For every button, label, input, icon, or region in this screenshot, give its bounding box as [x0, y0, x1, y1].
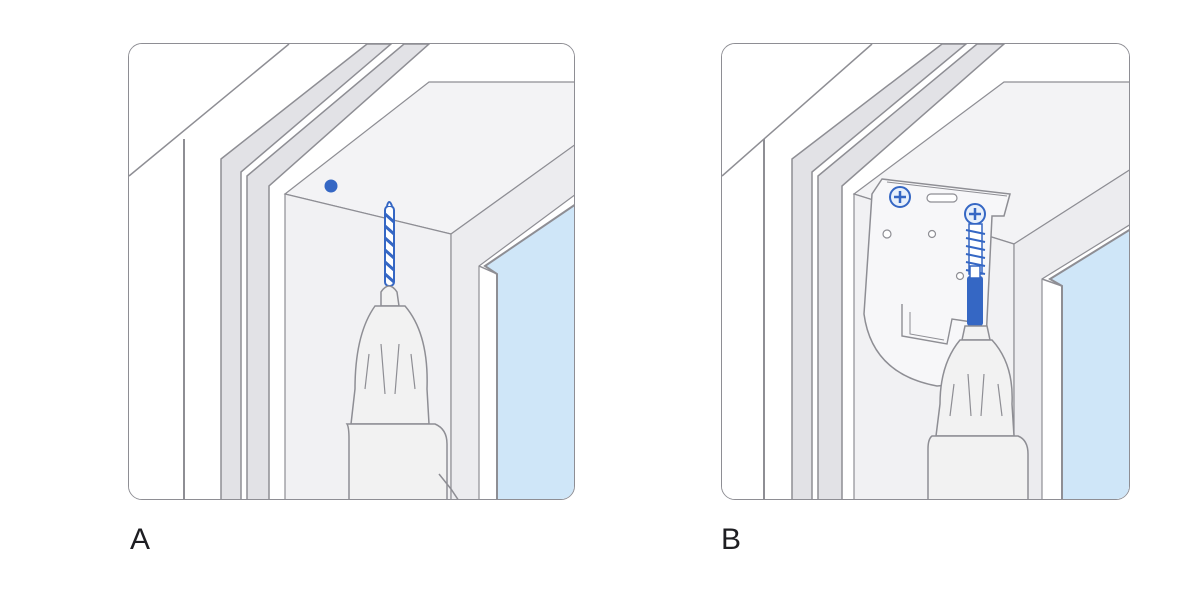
- window-frame-bar: [791, 44, 968, 499]
- frame-edge: [722, 44, 873, 177]
- drill: [927, 325, 1029, 499]
- screw-head: [964, 203, 986, 225]
- step-a-label: A: [130, 523, 151, 556]
- step-b-label: B: [721, 523, 742, 556]
- drill-bit: [384, 201, 395, 287]
- step-b-illustration: [722, 44, 1129, 499]
- window-frame-bar: [220, 44, 393, 499]
- screw-head: [889, 186, 911, 208]
- step-a-panel: [128, 43, 575, 500]
- step-b-panel: [721, 43, 1130, 500]
- window-frame-bar: [246, 44, 431, 499]
- window-frame-bar: [817, 44, 1006, 499]
- frame-edge: [129, 44, 290, 177]
- drill-mark-dot: [324, 179, 338, 193]
- driver-bit: [967, 276, 983, 326]
- drill: [345, 285, 459, 499]
- step-a-illustration: [129, 44, 574, 499]
